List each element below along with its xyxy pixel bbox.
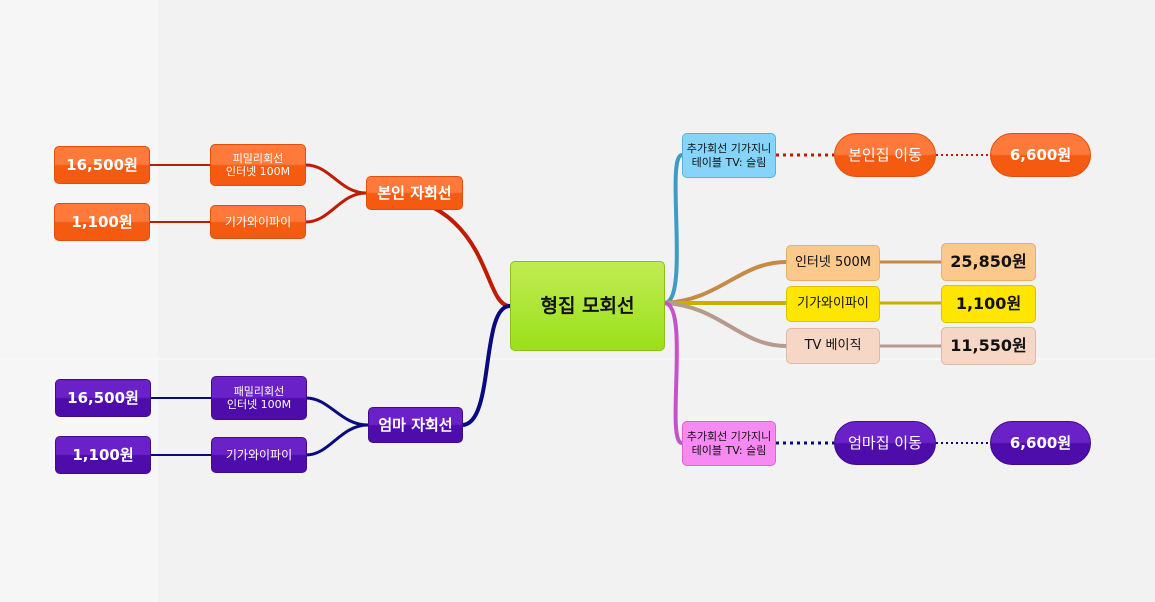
- link-mom-family: [305, 396, 369, 427]
- service-internet-label: 인터넷 500M: [794, 255, 872, 271]
- service-tv-price-node[interactable]: 11,550원: [941, 327, 1036, 365]
- service-wifi-node[interactable]: 기가와이파이: [786, 286, 880, 322]
- bottom-move-node[interactable]: 엄마집 이동: [834, 421, 936, 465]
- mom-family-price: 16,500원: [67, 389, 139, 407]
- link-self-family: [305, 163, 367, 195]
- central-topic[interactable]: 형집 모회선: [510, 261, 665, 351]
- mom-wifi-node[interactable]: 기가와이파이: [211, 437, 307, 473]
- branch-self-label: 본인 자회선: [377, 184, 452, 202]
- bottom-extra-line-node[interactable]: 추가회선 기가지니 테이블 TV: 슬림: [682, 421, 776, 466]
- self-family-line-label: 피밀리회선 인터넷 100M: [225, 151, 291, 178]
- top-extra-line-label: 추가회선 기가지니 테이블 TV: 슬림: [686, 142, 772, 169]
- self-family-price-node[interactable]: 16,500원: [54, 146, 150, 184]
- top-move-price-node[interactable]: 6,600원: [990, 133, 1091, 177]
- mom-wifi-label: 기가와이파이: [225, 447, 293, 462]
- service-tv-node[interactable]: TV 베이직: [786, 328, 880, 364]
- bottom-extra-line-label: 추가회선 기가지니 테이블 TV: 슬림: [686, 430, 772, 457]
- self-wifi-price-node[interactable]: 1,100원: [54, 203, 150, 241]
- link-center-internet: [664, 260, 787, 305]
- mom-family-price-node[interactable]: 16,500원: [55, 379, 151, 417]
- service-internet-price: 25,850원: [950, 252, 1027, 272]
- link-center-top: [664, 153, 684, 305]
- top-move-label: 본인집 이동: [848, 146, 922, 164]
- service-wifi-price-node[interactable]: 1,100원: [941, 285, 1036, 323]
- branch-mom-line[interactable]: 엄마 자회선: [368, 407, 463, 443]
- top-extra-line-node[interactable]: 추가회선 기가지니 테이블 TV: 슬림: [682, 133, 776, 178]
- central-topic-label: 형집 모회선: [540, 294, 635, 317]
- link-self-wifi: [305, 191, 367, 224]
- mom-wifi-price: 1,100원: [72, 446, 134, 464]
- link-mom-wifi: [305, 423, 369, 457]
- self-wifi-label: 기가와이파이: [224, 214, 292, 229]
- branch-self-line[interactable]: 본인 자회선: [366, 176, 463, 210]
- bottom-move-label: 엄마집 이동: [848, 434, 922, 452]
- self-family-price: 16,500원: [66, 156, 138, 174]
- link-center-tv: [664, 301, 787, 348]
- bottom-move-price-node[interactable]: 6,600원: [990, 421, 1091, 465]
- background-panel: [0, 0, 158, 602]
- service-wifi-label: 기가와이파이: [797, 296, 869, 312]
- top-move-price: 6,600원: [1009, 146, 1072, 164]
- service-internet-node[interactable]: 인터넷 500M: [786, 245, 880, 281]
- branch-mom-label: 엄마 자회선: [378, 416, 453, 434]
- mom-family-line-label: 패밀리회선 인터넷 100M: [226, 384, 292, 411]
- service-tv-label: TV 베이직: [804, 338, 862, 354]
- mom-wifi-price-node[interactable]: 1,100원: [55, 436, 151, 474]
- self-wifi-price: 1,100원: [71, 213, 133, 231]
- service-internet-price-node[interactable]: 25,850원: [941, 243, 1036, 281]
- service-tv-price: 11,550원: [950, 336, 1027, 356]
- self-wifi-node[interactable]: 기가와이파이: [210, 205, 306, 239]
- mom-family-line-node[interactable]: 패밀리회선 인터넷 100M: [211, 376, 307, 420]
- background-divider: [0, 358, 1155, 360]
- link-center-bottom: [664, 301, 684, 445]
- service-wifi-price: 1,100원: [955, 294, 1022, 314]
- top-move-node[interactable]: 본인집 이동: [834, 133, 936, 177]
- bottom-move-price: 6,600원: [1009, 434, 1072, 452]
- link-center-mom: [461, 304, 511, 427]
- self-family-line-node[interactable]: 피밀리회선 인터넷 100M: [210, 144, 306, 186]
